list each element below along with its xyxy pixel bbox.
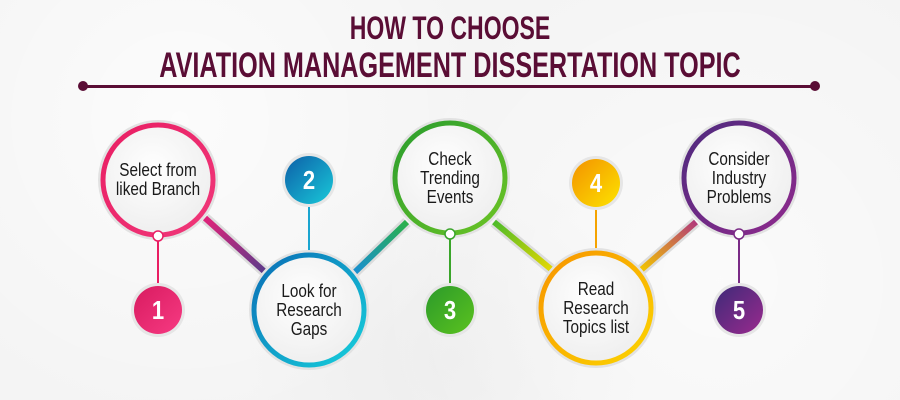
step-1-text: Select from liked Branch	[116, 161, 201, 199]
step-4-text: Read Research Topics list	[554, 280, 639, 337]
step-circle-2	[249, 250, 369, 370]
title-line-1: HOW TO CHOOSE	[349, 10, 551, 46]
underline-dot-right	[810, 81, 820, 91]
junction-dot-1	[152, 230, 164, 242]
connector-3-4	[490, 217, 556, 275]
step-3-text: Check Trending Events	[408, 150, 493, 207]
number-badge-3	[423, 283, 477, 337]
junction-dot-5	[733, 228, 745, 240]
step-1-number: 1	[151, 295, 165, 325]
number-badge-2	[282, 153, 336, 207]
connector-1-2	[201, 213, 269, 277]
step-2-line-2: Research	[276, 300, 342, 320]
step-circle-3	[390, 118, 510, 238]
step-3-line-1: Check	[428, 149, 472, 169]
title-line-2: AVIATION MANAGEMENT DISSERTATION TOPIC	[159, 46, 741, 85]
step-circle-5	[679, 118, 799, 238]
step-5-line-3: Problems	[706, 187, 772, 207]
step-3-number: 3	[443, 295, 457, 325]
step-1-line-2: liked Branch	[115, 179, 201, 199]
step-2-text: Look for Research Gaps	[267, 282, 352, 339]
step-2-number: 2	[302, 165, 316, 195]
step-3-line-2: Trending	[420, 168, 480, 188]
step-4-line-2: Research	[563, 298, 629, 318]
number-badge-1	[131, 283, 185, 337]
underline-dot-left	[78, 81, 88, 91]
step-5-line-2: Industry	[711, 168, 767, 188]
number-badge-5	[712, 283, 766, 337]
connector-4-5	[637, 217, 700, 275]
step-4-number: 4	[589, 168, 603, 198]
step-1-line-1: Select from	[119, 160, 197, 180]
title-underline	[83, 85, 815, 88]
step-circle-4	[536, 248, 656, 368]
step-5-line-1: Consider	[708, 149, 770, 169]
step-2-line-3: Gaps	[290, 319, 328, 339]
step-3-line-3: Events	[426, 187, 474, 207]
connector-2-3	[351, 218, 411, 276]
step-4-line-3: Topics list	[562, 317, 630, 337]
step-5-text: Consider Industry Problems	[697, 150, 782, 207]
step-2-line-1: Look for	[281, 281, 337, 301]
step-5-number: 5	[732, 295, 746, 325]
junction-dot-3	[444, 228, 456, 240]
step-4-line-1: Read	[577, 279, 615, 299]
number-badge-4	[569, 156, 623, 210]
